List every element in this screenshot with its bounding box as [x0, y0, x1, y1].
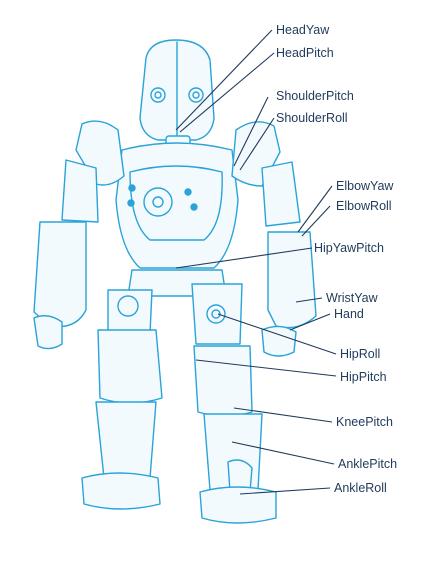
robot-left-hip-motor	[118, 296, 138, 316]
label-elbow-yaw: ElbowYaw	[336, 179, 394, 193]
robot-chest-led	[129, 185, 135, 191]
label-ankle-roll: AnkleRoll	[334, 481, 387, 495]
label-head-pitch: HeadPitch	[276, 46, 334, 60]
label-shoulder-roll: ShoulderRoll	[276, 111, 348, 125]
label-shoulder-pitch: ShoulderPitch	[276, 89, 354, 103]
robot-left-hand	[34, 316, 62, 349]
label-wrist-yaw: WristYaw	[326, 291, 379, 305]
label-knee-pitch: KneePitch	[336, 415, 393, 429]
robot-chest-led	[128, 200, 134, 206]
robot-right-forearm	[268, 232, 316, 328]
robot-chest-led	[191, 204, 197, 210]
robot-right-eye-inner	[193, 92, 199, 98]
label-elbow-roll: ElbowRoll	[336, 199, 392, 213]
robot-left-foot	[82, 473, 160, 509]
robot-left-forearm	[34, 222, 86, 327]
label-ankle-pitch: AnklePitch	[338, 457, 397, 471]
robot-left-eye-inner	[155, 92, 161, 98]
label-hip-pitch: HipPitch	[340, 370, 387, 384]
robot-right-upper-arm	[262, 162, 300, 226]
robot-right-thigh	[194, 346, 252, 416]
robot-chest-button-core	[153, 197, 163, 207]
robot-left-upper-arm	[62, 160, 98, 222]
label-hip-roll: HipRoll	[340, 347, 380, 361]
robot-left-shin	[96, 402, 156, 478]
label-hand: Hand	[334, 307, 364, 321]
robot-chest-led	[185, 189, 191, 195]
label-hip-yaw-pitch: HipYawPitch	[314, 241, 384, 255]
robot-left-thigh	[98, 330, 162, 403]
label-head-yaw: HeadYaw	[276, 23, 330, 37]
